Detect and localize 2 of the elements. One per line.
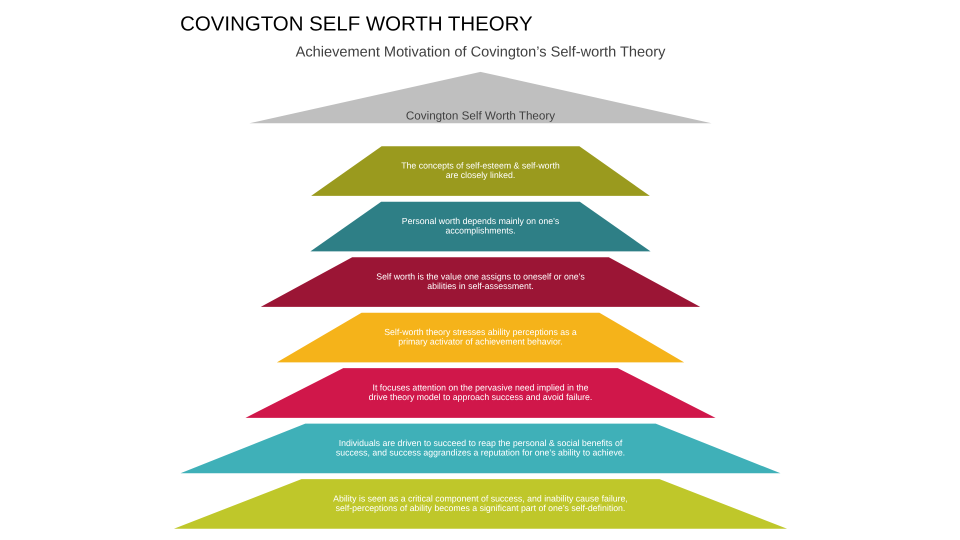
diagram-title: COVINGTON SELF WORTH THEORY [180, 14, 532, 36]
label: Achievement Motivation of Covington’s Self-worth Theory [295, 44, 665, 60]
